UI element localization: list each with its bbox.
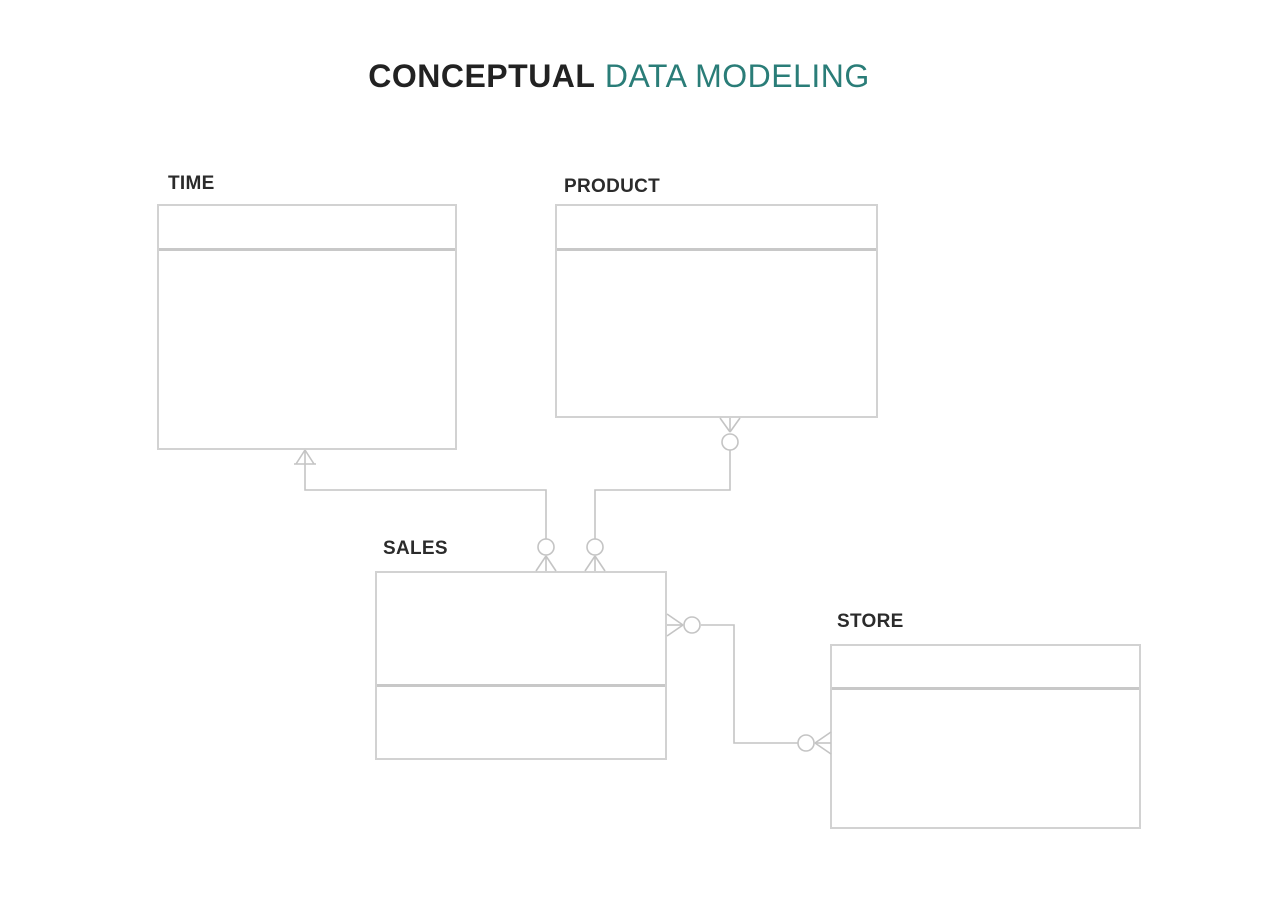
sales-crowfoot-product-right <box>594 555 606 572</box>
sales-entity-label: SALES <box>383 538 448 559</box>
sales-entity-box[interactable] <box>375 571 667 760</box>
sales-crowfoot-store-top <box>666 613 684 626</box>
sales-crowfoot-product-left <box>584 555 596 572</box>
store-entity-label: STORE <box>837 611 904 632</box>
store-entity-box[interactable] <box>830 644 1141 829</box>
product-crowfoot-left <box>719 417 731 433</box>
page-title: CONCEPTUAL DATA MODELING <box>0 58 1238 95</box>
time-crowfoot-left <box>295 449 306 465</box>
time-entity-divider <box>159 248 455 251</box>
product-sales-relationship[interactable] <box>584 417 741 572</box>
sales-zero-circle-store <box>683 616 701 634</box>
sales-zero-circle-time <box>537 538 555 556</box>
product-entity-box[interactable] <box>555 204 878 418</box>
title-accent-part: DATA MODELING <box>604 58 870 94</box>
product-zero-circle <box>721 433 739 451</box>
title-bold-part: CONCEPTUAL <box>368 58 596 94</box>
product-entity-label: PRODUCT <box>564 176 661 197</box>
sales-crowfoot-time-right <box>545 555 557 572</box>
sales-store-relationship[interactable] <box>666 613 832 755</box>
sales-entity-divider <box>377 684 665 687</box>
store-entity-divider <box>832 687 1139 690</box>
sales-crowfoot-store-bottom <box>666 624 684 637</box>
store-crowfoot-bottom <box>814 742 832 755</box>
sales-crowfoot-time-left <box>535 555 547 572</box>
store-crowfoot-top <box>814 731 832 744</box>
sales-zero-circle-product <box>586 538 604 556</box>
time-sales-relationship[interactable] <box>294 449 557 572</box>
store-zero-circle <box>797 734 815 752</box>
product-entity-divider <box>557 248 876 251</box>
time-entity-box[interactable] <box>157 204 457 450</box>
time-crowfoot-right <box>304 449 315 465</box>
product-crowfoot-right <box>729 417 741 433</box>
time-entity-label: TIME <box>168 173 215 194</box>
